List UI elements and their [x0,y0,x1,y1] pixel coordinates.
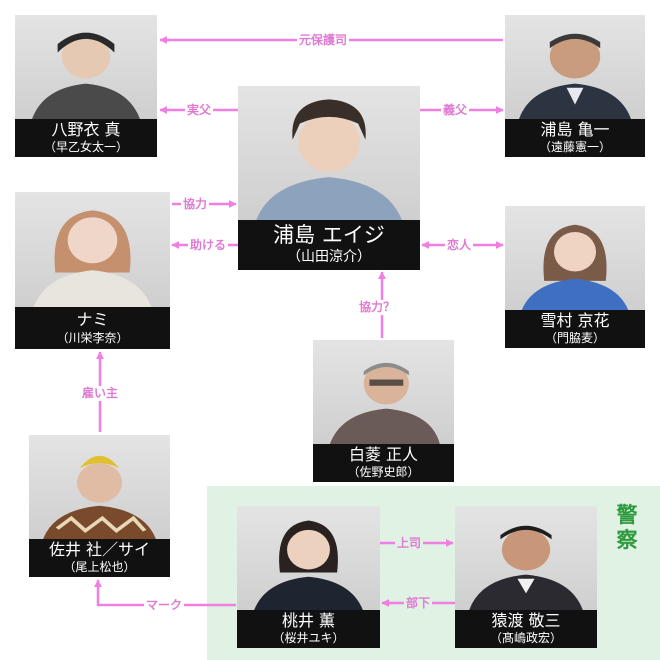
label-subordinate: 部下 [404,596,433,611]
nameplate: 桃井 薫 （桜井ユキ） [237,610,380,648]
portrait-photo [505,15,645,119]
nameplate: 佐井 社／サイ （尾上松也） [29,539,170,577]
actor-name: （佐野史郎） [347,465,420,479]
character-card-momoi[interactable]: 桃井 薫 （桜井ユキ） [237,506,380,648]
character-name: ナミ [76,310,109,329]
character-card-kyoka[interactable]: 雪村 京花 （門脇麦） [505,206,645,348]
character-card-yanoi[interactable]: 八野衣 真 （早乙女太一） [15,15,157,157]
portrait-photo [455,506,597,610]
actor-name: （髙嶋政宏） [489,631,562,645]
label-step-father: 義父 [441,103,470,118]
actor-name: （遠藤憲一） [538,140,611,154]
label-real-father: 実父 [185,103,214,118]
nameplate: 浦島 エイジ （山田涼介） [238,220,420,270]
portrait-photo [15,15,157,119]
label-cooperate-q: 協力？ [357,300,398,315]
nameplate: 浦島 亀一 （遠藤憲一） [505,119,645,157]
character-name: 雪村 京花 [540,311,610,330]
actor-name: （桜井ユキ） [272,631,345,645]
label-lover: 恋人 [445,238,474,253]
label-former-guardian: 元保護司 [297,33,350,48]
nameplate: 八野衣 真 （早乙女太一） [15,119,157,157]
character-name: 浦島 亀一 [540,120,610,139]
character-name: 桃井 薫 [281,611,336,630]
portrait-photo [29,435,170,539]
label-help: 助ける [188,238,229,253]
portrait-photo [15,192,170,307]
arrow-mark [93,579,236,607]
actor-name: （山田涼介） [287,249,371,265]
label-employer: 雇い主 [80,386,121,401]
police-group-label: 警察 [616,503,638,552]
actor-name: （川栄李奈） [56,331,129,345]
portrait-photo [237,506,380,610]
nameplate: ナミ （川栄李奈） [15,307,170,349]
character-card-shirobishi[interactable]: 白菱 正人 （佐野史郎） [313,340,454,482]
portrait-photo [238,86,420,220]
character-name: 浦島 エイジ [273,223,385,247]
portrait-photo [313,340,454,444]
actor-name: （門脇麦） [544,331,605,345]
label-mark: マーク [144,598,185,613]
character-name: 白菱 正人 [348,445,419,464]
nameplate: 猿渡 敬三 （髙嶋政宏） [455,610,597,648]
character-name: 八野衣 真 [51,120,121,139]
character-card-nami[interactable]: ナミ （川栄李奈） [15,192,170,349]
label-boss: 上司 [395,536,424,551]
actor-name: （尾上松也） [63,560,136,574]
character-card-eiji[interactable]: 浦島 エイジ （山田涼介） [238,86,420,270]
actor-name: （早乙女太一） [43,140,128,154]
character-name: 佐井 社／サイ [48,540,151,559]
character-card-kameichi[interactable]: 浦島 亀一 （遠藤憲一） [505,15,645,157]
portrait-photo [505,206,645,310]
character-card-saruwatari[interactable]: 猿渡 敬三 （髙嶋政宏） [455,506,597,648]
label-cooperate: 協力 [181,197,210,212]
character-name: 猿渡 敬三 [491,611,561,630]
nameplate: 白菱 正人 （佐野史郎） [313,444,454,482]
nameplate: 雪村 京花 （門脇麦） [505,310,645,348]
character-card-sai[interactable]: 佐井 社／サイ （尾上松也） [29,435,170,577]
